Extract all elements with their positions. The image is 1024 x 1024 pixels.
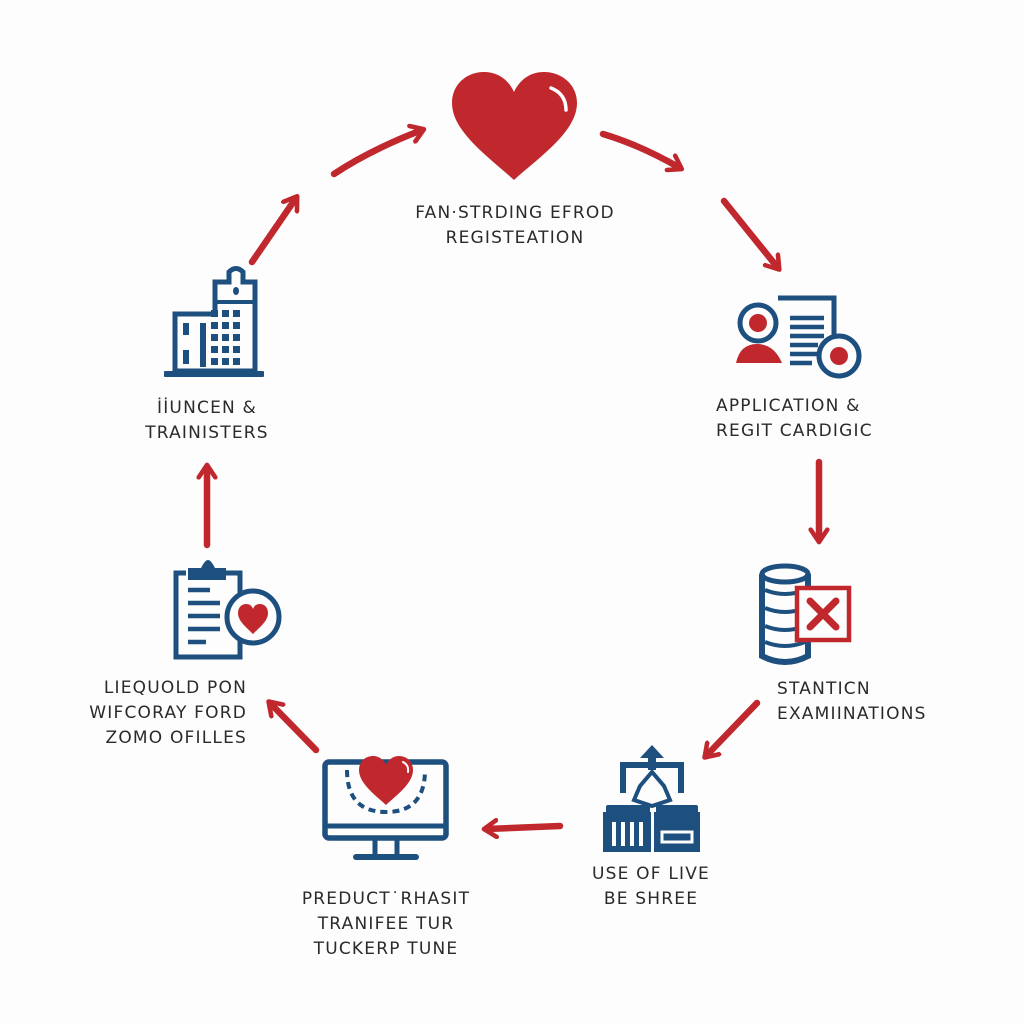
label-line: FAN·STRDING EFROD bbox=[415, 203, 615, 223]
step-2-label: APPLICATION & REGIT CARDIGIC bbox=[716, 394, 873, 444]
heart-icon bbox=[452, 72, 577, 180]
arrow-9-to-1 bbox=[330, 130, 422, 178]
label-line: LIEQUOLD PON bbox=[103, 678, 247, 698]
step-4-label: USE OF LIVE BE SHREE bbox=[592, 862, 710, 912]
transfer-machine-icon bbox=[603, 745, 700, 852]
label-line: STANTICN bbox=[777, 679, 871, 699]
arrow-4-to-5 bbox=[706, 699, 761, 756]
label-line: USE OF LIVE bbox=[592, 864, 710, 884]
step-7-label: İİUNCEN & TRAINISTERS bbox=[145, 396, 269, 446]
arrow-2-to-3 bbox=[720, 197, 778, 268]
hospital-building-icon bbox=[164, 266, 264, 377]
arrows bbox=[207, 130, 819, 829]
arrow-1-to-2 bbox=[599, 130, 680, 168]
label-line: TUCKERP TUNE bbox=[313, 939, 459, 959]
step-5-label: PREDUCT˙RHASIT TRANIFEE TUR TUCKERP TUNE bbox=[302, 887, 470, 962]
label-line: ZOMO OFILLES bbox=[105, 728, 247, 748]
step-1-label: FAN·STRDING EFROD REGISTEATION bbox=[415, 201, 615, 251]
label-line: APPLICATION & bbox=[716, 396, 861, 416]
arrow-8-to-9 bbox=[248, 198, 296, 266]
label-line: PREDUCT˙RHASIT bbox=[301, 889, 471, 909]
label-line: İİUNCEN & bbox=[157, 398, 257, 418]
arrow-6-to-7 bbox=[270, 703, 320, 754]
label-line: REGISTEATION bbox=[445, 228, 585, 248]
label-line: BE SHREE bbox=[603, 889, 699, 909]
label-line: TRANIFEE TUR bbox=[317, 914, 455, 934]
label-line: EXAMIINATIONS bbox=[777, 704, 927, 724]
arrow-5-to-6 bbox=[486, 826, 564, 829]
label-line: REGIT CARDIGIC bbox=[716, 421, 873, 441]
label-line: WIFCORAY FORD bbox=[89, 703, 247, 723]
step-3-label: STANTICN EXAMIINATIONS bbox=[777, 677, 927, 727]
step-6-label: LIEQUOLD PON WIFCORAY FORD ZOMO OFILLES bbox=[89, 676, 247, 751]
application-profiles-icon bbox=[736, 295, 862, 379]
monitor-heart-icon bbox=[322, 756, 449, 860]
database-reject-icon bbox=[759, 563, 852, 665]
label-line: TRAINISTERS bbox=[145, 423, 269, 443]
clipboard-heart-icon bbox=[173, 560, 282, 660]
